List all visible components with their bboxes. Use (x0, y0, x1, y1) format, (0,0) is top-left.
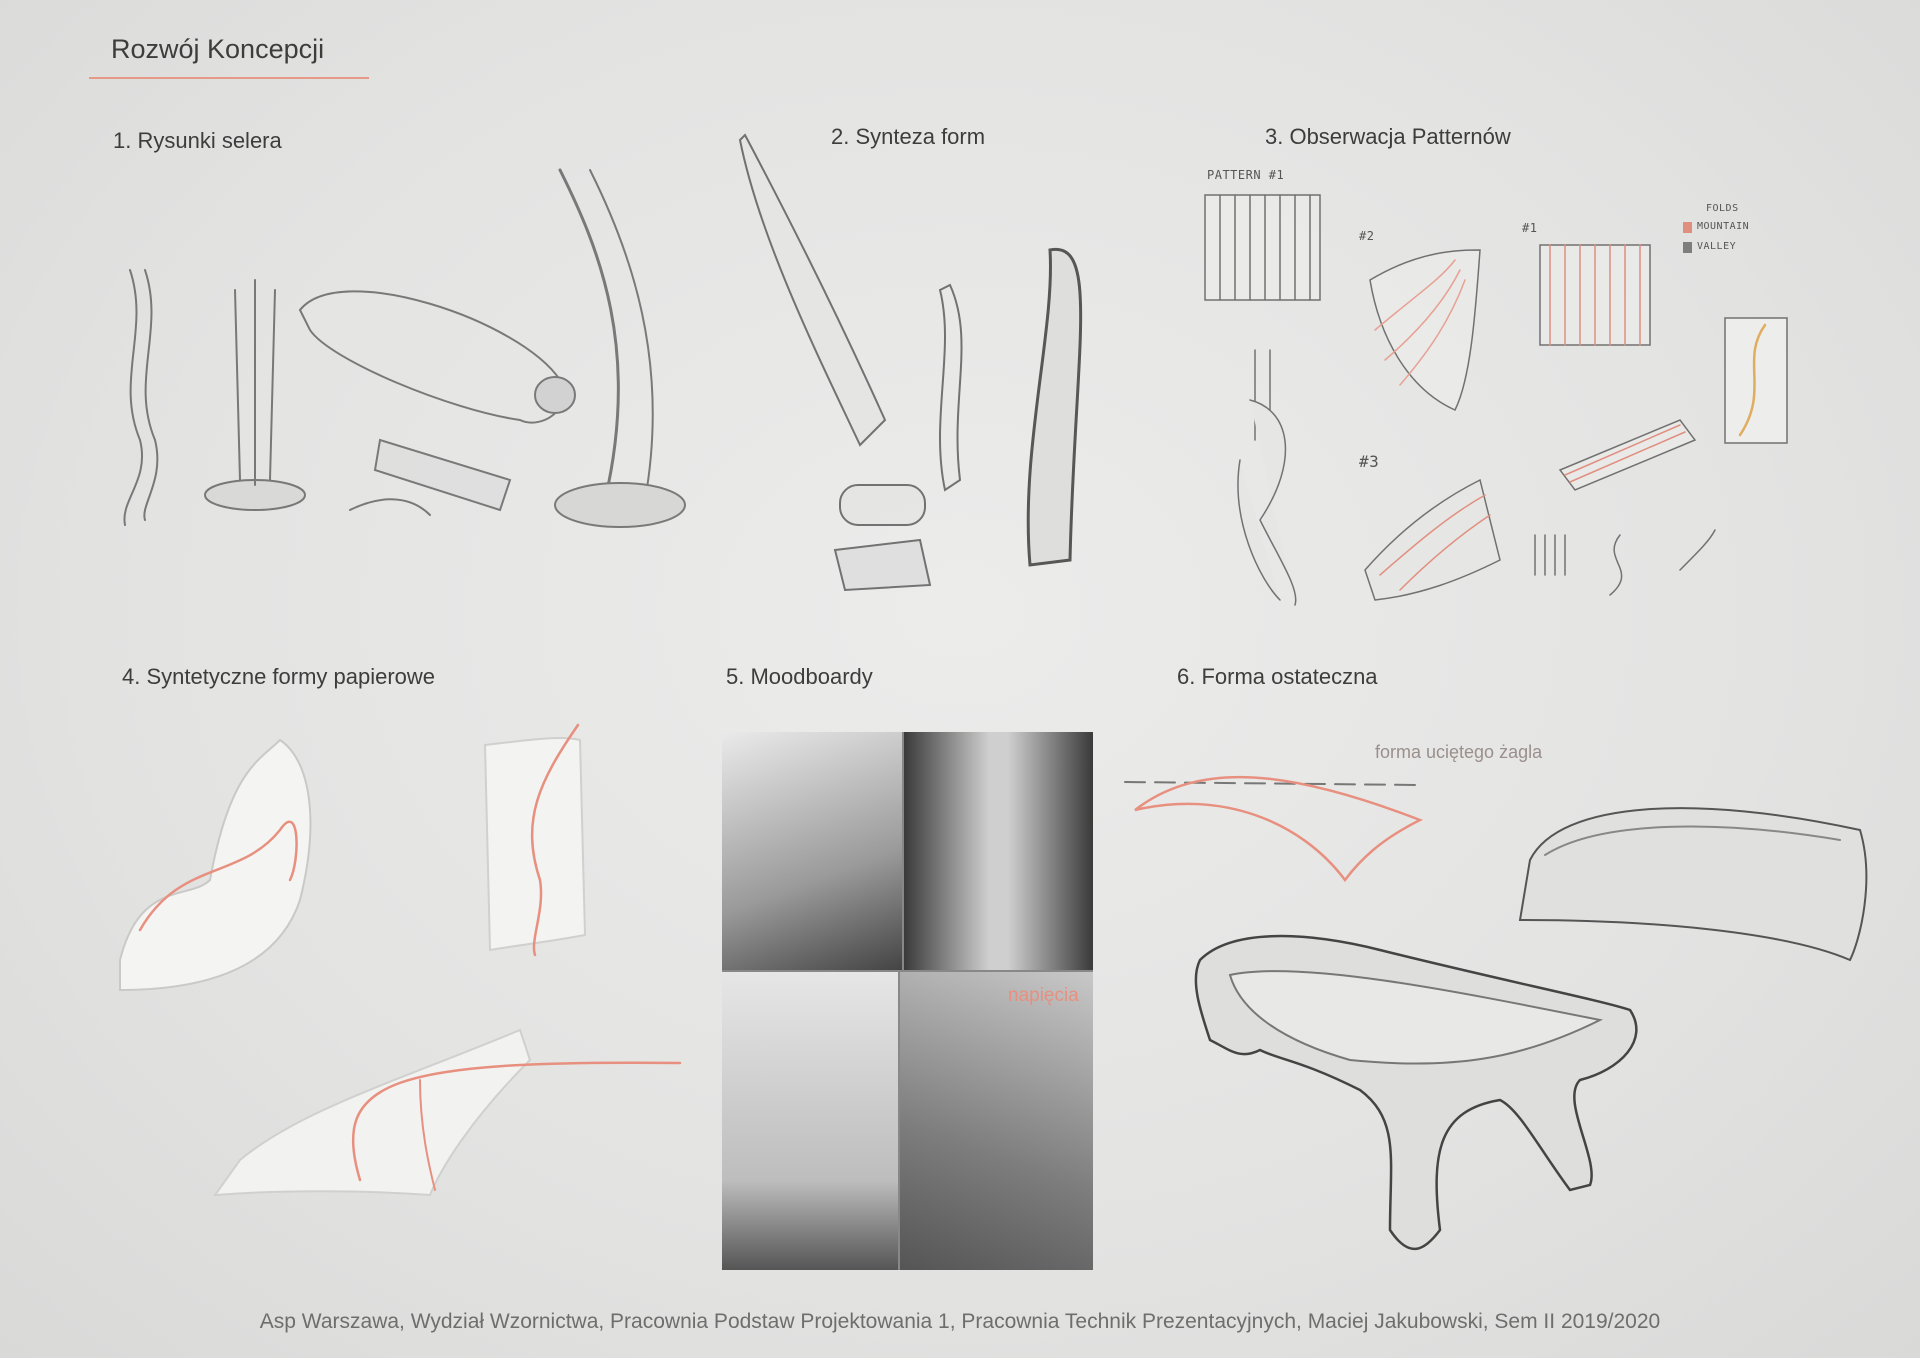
board-title: Rozwój Koncepcji (111, 34, 325, 64)
moodboard-collage (722, 732, 1093, 1270)
form-synthesis-sketches (738, 133, 1083, 592)
final-form-sketches (1124, 775, 1868, 1251)
section-heading-1: 1. Rysunki selera (113, 128, 282, 153)
section-heading-2: 2. Synteza form (831, 124, 986, 149)
pattern1-lines (1219, 194, 1311, 301)
final-form-note: forma uciętego żagla (1375, 742, 1543, 762)
section-heading-3: 3. Obserwacja Patternów (1265, 124, 1511, 149)
moodboard-image-yacht (722, 972, 898, 1270)
pattern-sketches (1204, 194, 1788, 606)
section-heading-6: 6. Forma ostateczna (1177, 664, 1378, 689)
section-heading-4: 4. Syntetyczne formy papierowe (122, 664, 436, 689)
moodboard-note: napięcia (1008, 985, 1079, 1006)
legend-valley: VALLEY (1697, 241, 1737, 252)
pattern-label-3: #3 (1359, 452, 1380, 471)
legend-title: FOLDS (1706, 203, 1739, 214)
pattern-label-1: PATTERN #1 (1207, 168, 1285, 182)
paper-form-photos (119, 723, 682, 1197)
moodboard-image-sails (722, 732, 902, 970)
pattern-label-1b: #1 (1522, 221, 1538, 235)
section-heading-5: 5. Moodboardy (726, 664, 873, 689)
moodboard-image-sail-tension (900, 972, 1093, 1270)
celery-sketches (123, 168, 686, 528)
moodboard-image-corridor (904, 732, 1093, 970)
footer-credits: Asp Warszawa, Wydział Wzornictwa, Pracow… (259, 1310, 1661, 1333)
legend-mountain: MOUNTAIN (1697, 221, 1750, 232)
pattern-label-2: #2 (1359, 229, 1375, 243)
title-underline (89, 77, 369, 79)
